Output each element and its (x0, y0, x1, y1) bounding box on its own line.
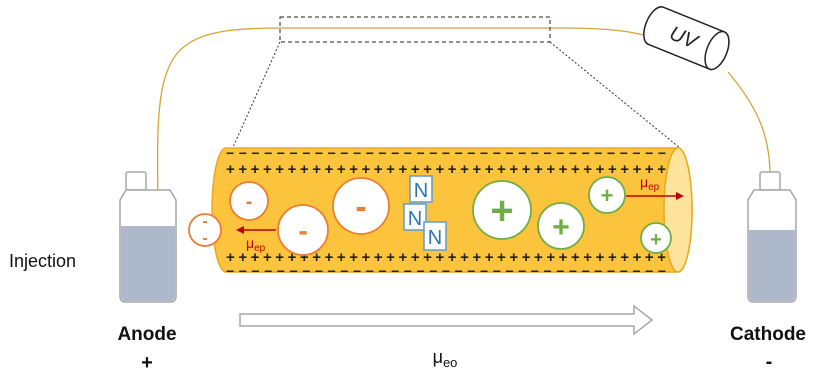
neutral-species: N (423, 221, 447, 251)
wall-top-outer-charges: − − − − − − − − − − − − − − − − − − − − … (226, 145, 666, 161)
capillary-wire-right (727, 71, 771, 189)
svg-text:N: N (408, 208, 422, 230)
svg-text:-: - (202, 213, 207, 230)
svg-text:-: - (298, 215, 307, 246)
svg-text:-: - (202, 230, 207, 247)
cation: + (588, 176, 626, 214)
eof-arrow (239, 304, 654, 336)
svg-text:+: + (650, 229, 662, 251)
eof-label: μeo (433, 347, 458, 370)
zoom-region-box (279, 16, 551, 43)
anion-ep-label: μep (246, 235, 266, 254)
cathode-label: Cathode (730, 324, 806, 345)
svg-text:-: - (246, 191, 253, 213)
anion-ep-arrowhead (236, 226, 244, 234)
svg-text:+: + (490, 189, 513, 233)
anion: - (332, 177, 390, 235)
neutral-species: N (403, 203, 427, 231)
svg-text:N: N (428, 227, 442, 249)
cathode-sign: - (766, 351, 773, 373)
zoom-line-right (549, 41, 681, 149)
cation-ep-label: μep (640, 174, 660, 193)
wall-top-inner-charges: + + + + + + + + + + + + + + + + + + + + … (226, 161, 666, 178)
neutral-species: N (409, 175, 433, 203)
svg-text:-: - (355, 188, 366, 226)
capillary-tube: − − − − − − − − − − − − − − − − − − − − … (211, 145, 693, 279)
wall-bottom-outer-charges: − − − − − − − − − − − − − − − − − − − − … (226, 263, 666, 279)
wall-bottom-inner-charges: + + + + + + + + + + + + + + + + + + + + … (226, 249, 666, 266)
injection-label: Injection (9, 251, 76, 271)
cation: + (472, 180, 532, 240)
anode-sign: + (141, 352, 153, 374)
cation: + (537, 202, 585, 250)
capillary-end (663, 147, 693, 273)
cation-ep-arrowhead (676, 192, 684, 200)
anion: - (277, 204, 329, 256)
anion: - (229, 181, 269, 221)
svg-text:+: + (552, 211, 570, 244)
anion: - - (188, 213, 222, 247)
cathode-vial (747, 171, 797, 303)
anode-vial (119, 171, 177, 303)
uv-detector: UV (643, 6, 730, 71)
svg-text:+: + (601, 183, 614, 208)
cation: + (640, 222, 672, 254)
capillary-wire (156, 27, 663, 223)
svg-text:N: N (414, 180, 428, 202)
anode-label: Anode (117, 324, 176, 345)
